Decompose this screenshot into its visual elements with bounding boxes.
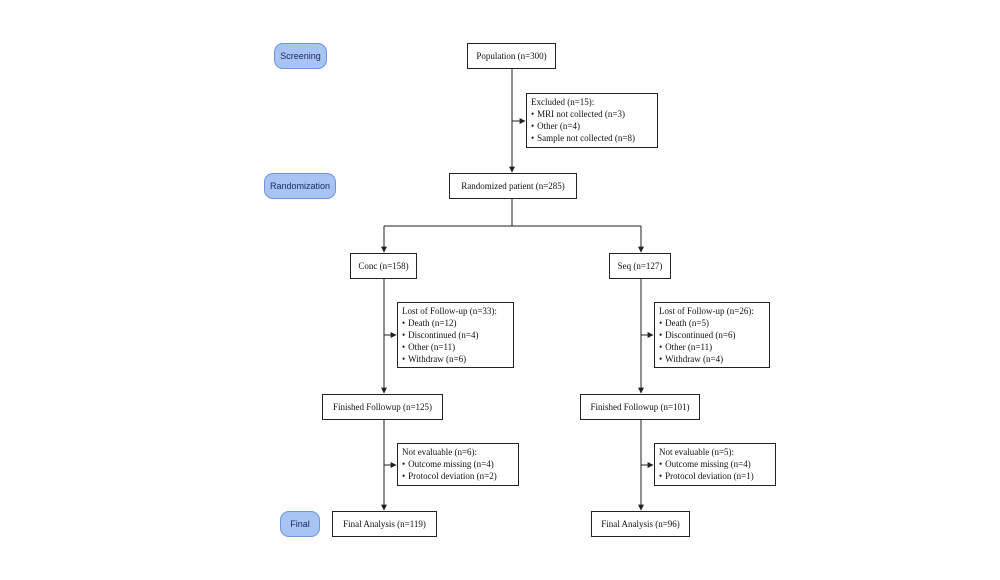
not-evaluable-header: Not evaluable (n=5): — [659, 447, 735, 457]
lost-item: Death (n=12) — [402, 317, 509, 329]
excluded-box: Excluded (n=15): MRI not collected (n=3)… — [526, 93, 658, 148]
excluded-header: Excluded (n=15): — [531, 97, 595, 107]
arm-seq-box: Seq (n=127) — [609, 253, 671, 279]
randomized-box: Randomized patient (n=285) — [449, 173, 577, 199]
not-evaluable-header: Not evaluable (n=6): — [402, 447, 478, 457]
arm-conc-finished-box: Finished Followup (n=125) — [322, 394, 443, 420]
stage-final: Final — [280, 511, 320, 537]
not-evaluable-item: Outcome missing (n=4) — [402, 458, 514, 470]
lost-item: Other (n=11) — [402, 341, 509, 353]
stage-randomization: Randomization — [264, 173, 336, 199]
arm-seq-lost-box: Lost of Follow-up (n=26): Death (n=5) Di… — [654, 302, 770, 368]
lost-header: Lost of Follow-up (n=26): — [659, 306, 754, 316]
arm-conc-box: Conc (n=158) — [350, 253, 417, 279]
arm-conc-not-evaluable-box: Not evaluable (n=6): Outcome missing (n=… — [397, 443, 519, 486]
stage-screening: Screening — [274, 43, 327, 69]
lost-item: Discontinued (n=4) — [402, 329, 509, 341]
excluded-item: Sample not collected (n=8) — [531, 132, 653, 144]
arm-seq-final-box: Final Analysis (n=96) — [591, 511, 690, 537]
lost-item: Withdraw (n=4) — [659, 353, 765, 365]
not-evaluable-item: Outcome missing (n=4) — [659, 458, 771, 470]
lost-item: Other (n=11) — [659, 341, 765, 353]
excluded-item: Other (n=4) — [531, 120, 653, 132]
lost-item: Death (n=5) — [659, 317, 765, 329]
arm-seq-not-evaluable-box: Not evaluable (n=5): Outcome missing (n=… — [654, 443, 776, 486]
arm-conc-lost-box: Lost of Follow-up (n=33): Death (n=12) D… — [397, 302, 514, 368]
lost-item: Discontinued (n=6) — [659, 329, 765, 341]
lost-item: Withdraw (n=6) — [402, 353, 509, 365]
lost-header: Lost of Follow-up (n=33): — [402, 306, 497, 316]
excluded-item: MRI not collected (n=3) — [531, 108, 653, 120]
arm-seq-finished-box: Finished Followup (n=101) — [580, 394, 700, 420]
arm-conc-final-box: Final Analysis (n=119) — [332, 511, 437, 537]
not-evaluable-item: Protocol deviation (n=1) — [659, 470, 771, 482]
not-evaluable-item: Protocol deviation (n=2) — [402, 470, 514, 482]
population-box: Population (n=300) — [467, 43, 556, 69]
